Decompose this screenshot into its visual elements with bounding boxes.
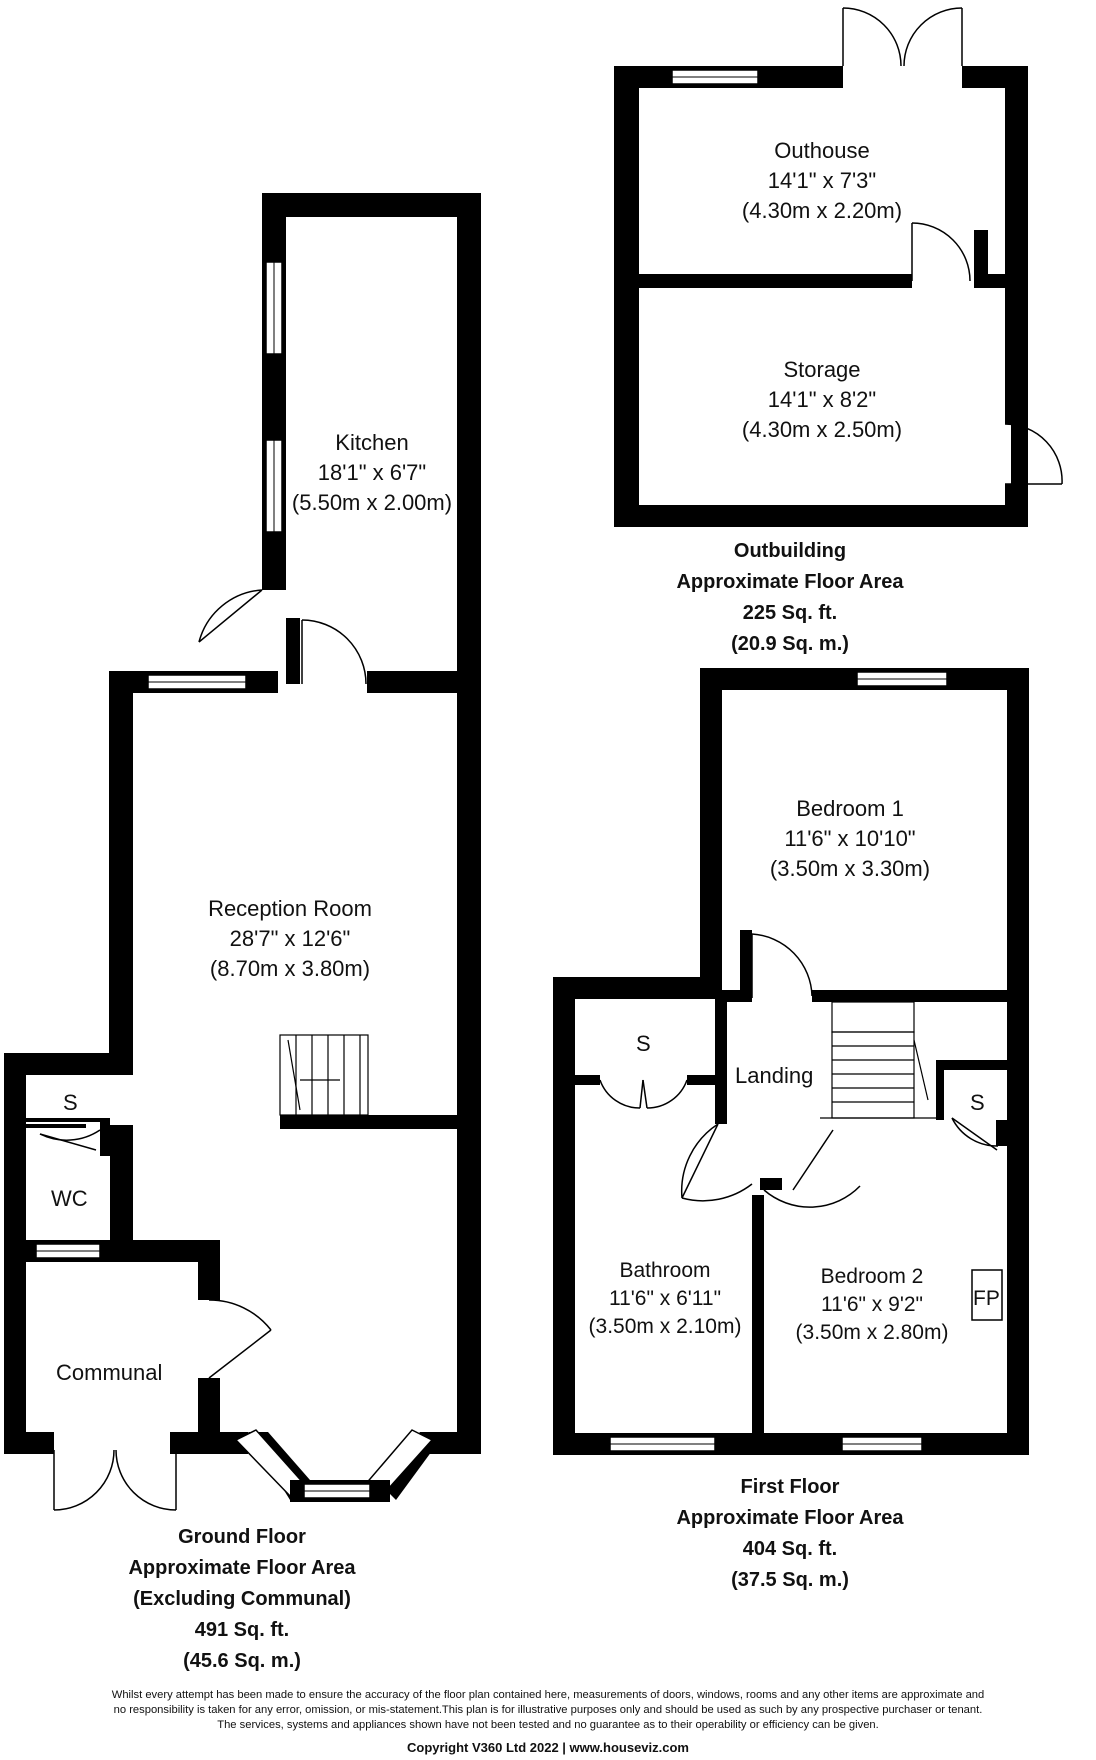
svg-text:28'7" x 12'6": 28'7" x 12'6" [230, 926, 351, 951]
fireplace [971, 1269, 1003, 1321]
svg-text:Approximate Floor Area: Approximate Floor Area [128, 1557, 356, 1579]
svg-text:404 Sq. ft.: 404 Sq. ft. [743, 1538, 837, 1560]
bay-window [220, 1429, 481, 1502]
landing-cupboard-door [951, 1117, 999, 1151]
svg-text:(8.70m x 3.80m): (8.70m x 3.80m) [210, 956, 370, 981]
ground-storage-label: S [63, 1090, 78, 1115]
svg-text:(3.50m x 2.10m): (3.50m x 2.10m) [589, 1315, 742, 1338]
svg-text:Approximate Floor Area: Approximate Floor Area [676, 571, 904, 593]
bathroom-storage-label: S [636, 1031, 651, 1056]
landing-wall [715, 999, 727, 1124]
svg-text:(4.30m x 2.20m): (4.30m x 2.20m) [742, 198, 902, 223]
svg-text:14'1" x 7'3": 14'1" x 7'3" [768, 168, 876, 193]
wc-label: WC [51, 1186, 88, 1211]
svg-text:Kitchen: Kitchen [335, 430, 408, 455]
copyright-text: Copyright V360 Ltd 2022 | www.houseviz.c… [406, 1740, 689, 1755]
svg-text:11'6" x 6'11": 11'6" x 6'11" [609, 1287, 721, 1310]
bedroom2-label: Bedroom 2 11'6" x 9'2" (3.50m x 2.80m) [796, 1265, 949, 1344]
outbuilding-area-label: Outbuilding Approximate Floor Area 225 S… [676, 540, 904, 655]
svg-text:(20.9 Sq. m.): (20.9 Sq. m.) [731, 633, 849, 655]
svg-text:(45.6 Sq. m.): (45.6 Sq. m.) [183, 1650, 301, 1672]
reception-walls [109, 671, 278, 1068]
landing-label: Landing [735, 1063, 813, 1088]
svg-text:First Floor: First Floor [741, 1476, 840, 1498]
svg-text:Reception Room: Reception Room [208, 896, 372, 921]
svg-text:(37.5 Sq. m.): (37.5 Sq. m.) [731, 1569, 849, 1591]
kitchen-reception-door [301, 619, 367, 685]
outbuilding-partition [639, 274, 912, 288]
svg-text:14'1" x 8'2": 14'1" x 8'2" [768, 387, 876, 412]
communal-door [208, 1299, 272, 1379]
ground-floor-plan: Kitchen 18'1" x 6'7" (5.50m x 2.00m) Rec… [4, 193, 481, 1672]
kitchen-external-door [198, 589, 263, 643]
fireplace-label: FP [973, 1287, 1000, 1310]
disclaimer-line-3: The services, systems and appliances sho… [217, 1719, 879, 1731]
svg-text:Bedroom 2: Bedroom 2 [821, 1265, 924, 1288]
svg-text:Bedroom 1: Bedroom 1 [796, 796, 904, 821]
outhouse-label: Outhouse 14'1" x 7'3" (4.30m x 2.20m) [742, 138, 902, 223]
svg-text:18'1" x 6'7": 18'1" x 6'7" [318, 460, 426, 485]
storage-label: Storage 14'1" x 8'2" (4.30m x 2.50m) [742, 357, 902, 442]
first-floor-plan: Bedroom 1 11'6" x 10'10" (3.50m x 3.30m)… [553, 668, 1029, 1591]
ground-floor-stairs [279, 1034, 369, 1116]
landing-stairs [820, 1001, 940, 1119]
outbuilding-walls [614, 66, 1028, 527]
svg-text:11'6" x 10'10": 11'6" x 10'10" [784, 826, 915, 851]
bathroom-cupboard-doors [599, 1079, 688, 1109]
svg-text:225 Sq. ft.: 225 Sq. ft. [743, 602, 837, 624]
disclaimer-line-1: Whilst every attempt has been made to en… [111, 1689, 985, 1701]
outhouse-french-doors [842, 7, 963, 67]
disclaimer-text: Whilst every attempt has been made to en… [20, 1688, 1076, 1733]
svg-text:11'6" x 9'2": 11'6" x 9'2" [821, 1293, 923, 1316]
svg-text:Ground Floor: Ground Floor [178, 1526, 306, 1548]
wc-walls [4, 1053, 133, 1245]
svg-text:Bathroom: Bathroom [619, 1259, 710, 1282]
svg-text:Outbuilding: Outbuilding [734, 540, 846, 562]
kitchen-walls [262, 193, 481, 684]
communal-label: Communal [56, 1360, 162, 1385]
wc-right-wall [110, 1125, 133, 1240]
kitchen-label: Kitchen 18'1" x 6'7" (5.50m x 2.00m) [292, 430, 452, 515]
svg-text:491 Sq. ft.: 491 Sq. ft. [195, 1619, 289, 1641]
wc-door [39, 1129, 101, 1151]
bathroom-label: Bathroom 11'6" x 6'11" (3.50m x 2.10m) [589, 1259, 742, 1338]
svg-text:Outhouse: Outhouse [774, 138, 869, 163]
bedroom1-label: Bedroom 1 11'6" x 10'10" (3.50m x 3.30m) [770, 796, 930, 881]
stairs-wall [280, 1115, 457, 1129]
communal-walls [4, 1240, 220, 1446]
svg-text:(4.30m x 2.50m): (4.30m x 2.50m) [742, 417, 902, 442]
bedroom2-door [763, 1129, 861, 1208]
outbuilding-plan: Outhouse 14'1" x 7'3" (4.30m x 2.20m) St… [614, 7, 1063, 655]
svg-text:Storage: Storage [783, 357, 860, 382]
first-floor-area-label: First Floor Approximate Floor Area 404 S… [676, 1476, 904, 1591]
reception-label: Reception Room 28'7" x 12'6" (8.70m x 3.… [208, 896, 372, 981]
communal-french-doors [53, 1449, 177, 1511]
storage-external-door [1004, 423, 1063, 485]
reception-right-wall [457, 684, 481, 1454]
svg-text:(Excluding Communal): (Excluding Communal) [133, 1588, 351, 1610]
bedroom1-door [751, 933, 813, 998]
landing-storage-label: S [970, 1090, 985, 1115]
svg-text:(3.50m x 3.30m): (3.50m x 3.30m) [770, 856, 930, 881]
outhouse-internal-door [911, 222, 971, 282]
bathroom-bedroom2-wall [752, 1195, 764, 1435]
bathroom-door [680, 1123, 753, 1202]
svg-text:Approximate Floor Area: Approximate Floor Area [676, 1507, 904, 1529]
svg-text:(5.50m x 2.00m): (5.50m x 2.00m) [292, 490, 452, 515]
disclaimer-line-2: no responsibility is taken for any error… [113, 1704, 983, 1716]
svg-text:(3.50m x 2.80m): (3.50m x 2.80m) [796, 1321, 949, 1344]
ground-floor-area-label: Ground Floor Approximate Floor Area (Exc… [128, 1526, 356, 1672]
